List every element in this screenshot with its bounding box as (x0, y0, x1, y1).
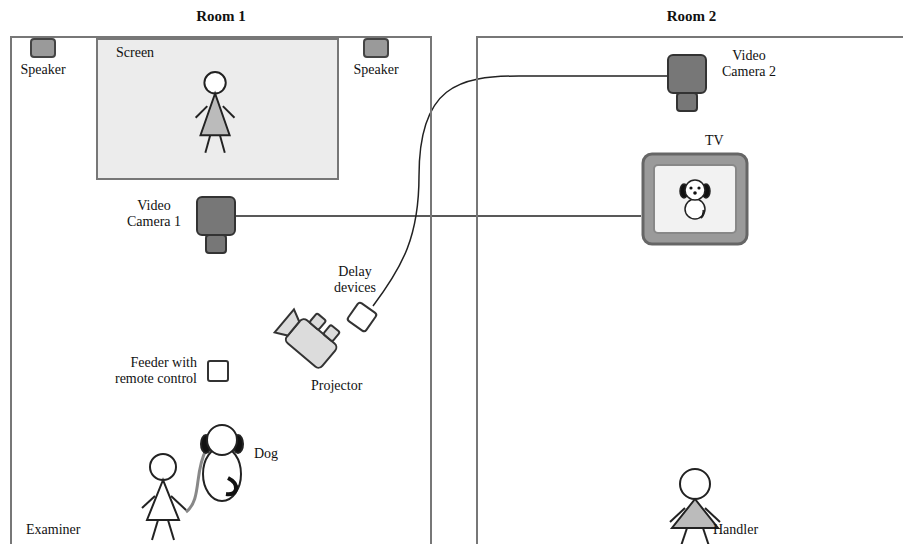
node-label: Feeder with remote control (97, 355, 197, 387)
figure-label: Examiner (26, 522, 80, 538)
feeder-box: Feeder with remote control (207, 360, 229, 382)
projector: Projector (275, 298, 347, 384)
node-label: Screen (116, 45, 154, 61)
delay-device-shape (345, 300, 379, 334)
projector-shape (275, 298, 347, 384)
node-label: TV (705, 133, 724, 149)
node-label: Speaker (20, 62, 65, 78)
node-label: Video Camera 1 (122, 198, 186, 230)
tv-set-shape (641, 152, 749, 246)
node-label: Speaker (353, 62, 398, 78)
tv-set: TV (641, 152, 749, 246)
node-label: Projector (311, 378, 362, 394)
speaker-box: Speaker (30, 38, 56, 58)
cable-line (236, 215, 641, 217)
dog-figure (186, 425, 243, 512)
video-camera: Video Camera 1 (196, 196, 236, 254)
cable-line (373, 76, 667, 306)
room-outline: Room 1SpeakerScreenSpeakerVideo Camera 1… (10, 36, 432, 544)
figure-label: Dog (254, 446, 278, 462)
figure-label: Handler (713, 522, 758, 538)
projection-screen: Screen (96, 38, 339, 180)
node-label: Video Camera 2 (717, 48, 781, 80)
speaker-box: Speaker (363, 38, 389, 58)
examiner-figure (142, 454, 186, 540)
projection-screen-shape (98, 40, 337, 178)
video-camera: Video Camera 2 (667, 54, 707, 112)
video-camera-shape (196, 196, 236, 254)
video-camera-shape (667, 54, 707, 112)
delay-device: Delay devices (345, 300, 379, 334)
handler-figure (670, 469, 720, 544)
node-label: Room 2 (478, 8, 903, 25)
room-outline: Room 2Video Camera 2TV (476, 36, 903, 544)
node-label: Room 1 (12, 8, 430, 25)
node-label: Delay devices (323, 264, 387, 296)
